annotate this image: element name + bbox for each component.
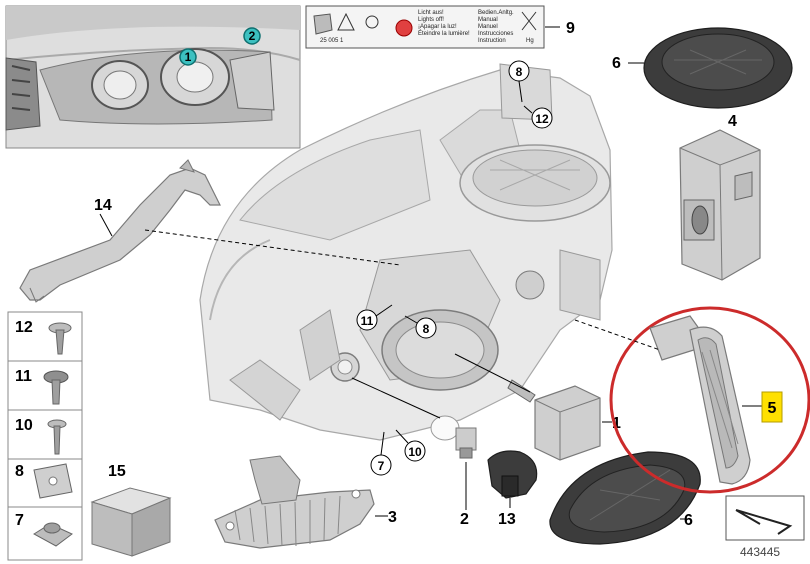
label-code: 25 005 1 [320,38,344,44]
callout-9: 9 [566,20,575,37]
warn-line-2: Lights off! [418,17,444,23]
inset-label-2: 2 [249,29,256,43]
ballast-part-4 [679,129,761,281]
warning-label-part-9: 25 005 1 Licht aus! Lights off! ¡Apagar … [305,5,545,49]
fastener-label-12: 12 [15,319,33,336]
fastener-label-10: 10 [15,417,33,434]
inset-car-photo: 1 2 [5,5,301,149]
callout-4: 4 [728,113,737,130]
inset-marker-2 [243,27,261,45]
callout-6-bottom: 6 [684,512,693,529]
callout-14: 14 [94,197,112,214]
manual-line-1: Bedien.Anltg. [478,10,514,16]
inset-label-1: 1 [185,50,192,64]
callout-5: 5 [768,400,777,417]
callout-13: 13 [498,511,516,528]
fastener-label-8: 8 [15,463,24,480]
socket-part-13 [487,450,538,499]
callout-5-box [761,391,783,423]
part-15-block [90,487,172,557]
bulb-part-2 [430,415,477,459]
heatsink-part-3 [214,455,375,549]
callout-3: 3 [388,509,397,526]
adjuster-part-5 [649,315,751,485]
highlight-circle [609,306,810,494]
control-module-part-1 [507,379,601,461]
cap-part-6-bottom [549,451,701,545]
callout-6-top: 6 [612,55,621,72]
manual-line-3: Manuel [478,24,498,30]
fastener-label-7: 7 [15,512,24,529]
callout-12-top: 12 [535,112,549,126]
cap-part-6-top [643,27,793,109]
reference-symbol [725,495,805,541]
fastener-panel: 12 11 10 8 7 [7,311,83,561]
callout-11-mid: 11 [361,314,374,328]
manual-line-2: Manual [478,17,498,23]
callout-1: 1 [612,415,621,432]
manual-line-4: Instrucciones [478,31,513,37]
headlight-housing [199,63,613,441]
diagram-id: 443445 [740,545,780,559]
fastener-label-11: 11 [15,368,32,385]
callout-7-mid: 7 [378,459,385,473]
callout-15: 15 [108,463,126,480]
inset-marker-1 [179,48,197,66]
callout-8-top: 8 [516,65,523,79]
callout-8-mid: 8 [423,322,430,336]
bracket-part-14 [19,159,221,303]
callout-2: 2 [460,511,469,528]
warn-line-1: Licht aus! [418,10,444,16]
manual-line-5: Instruction [478,38,506,44]
hg-text: Hg [526,38,534,44]
warn-line-3: ¡Apagar la luz! [418,24,457,30]
warn-line-4: Éteindre la lumière! [418,30,470,37]
callout-10-mid: 10 [408,445,422,459]
